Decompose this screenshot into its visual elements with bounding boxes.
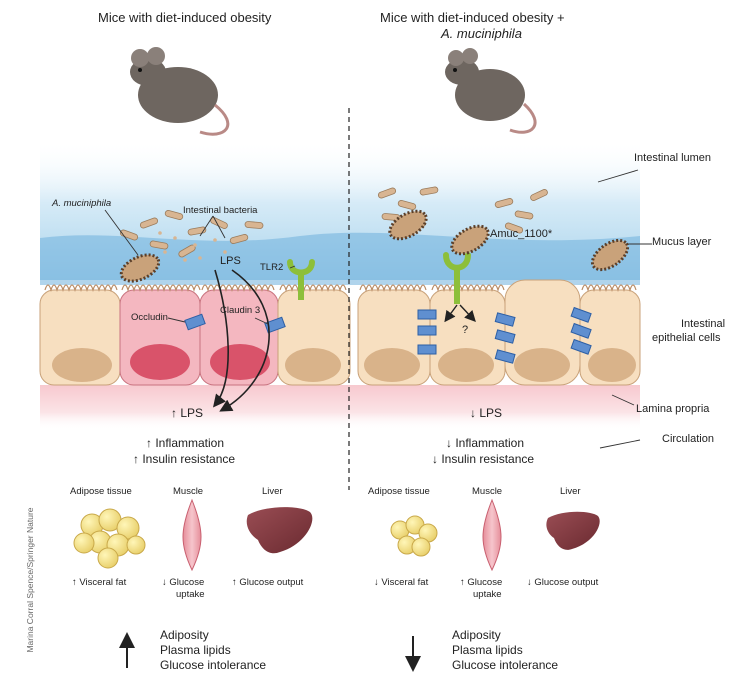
mouse-left [130,47,230,136]
label-occludin: Occludin [131,312,168,323]
left-visceral-fat: ↑ Visceral fat [72,577,127,588]
title-right-line1: Mice with diet-induced obesity + [380,10,565,25]
label-intestinal-lumen: Intestinal lumen [634,152,712,164]
label-circulation: Circulation [662,433,714,445]
lps-particles [158,231,227,262]
akkermansia-left [119,253,161,283]
right-outcome-adiposity: Adiposity [452,628,501,642]
left-glucose-output: ↑ Glucose output [232,577,304,588]
label-lps: LPS [220,255,241,267]
muscle-left [182,498,202,572]
left-glucose-uptake-1: ↓ Glucose [162,577,205,588]
right-outcome-glucose: Glucose intolerance [452,658,559,672]
adipose-tissue-right [390,515,438,557]
right-lps-down: ↓ LPS [470,406,503,420]
right-insulin: ↓ Insulin resistance [432,452,535,466]
label-epithelial-1: Intestinal [681,318,726,330]
label-intestinal-bacteria: Intestinal bacteria [183,205,258,216]
lamina-propria-region [40,385,640,430]
tlr2-receptor-left [287,259,315,300]
left-muscle-label: Muscle [173,486,204,497]
right-outcome-lipids: Plasma lipids [452,643,523,657]
right-visceral-fat: ↓ Visceral fat [374,577,429,588]
left-outcome-lipids: Plasma lipids [160,643,231,657]
left-insulin: ↑ Insulin resistance [133,452,236,466]
lps-arrow-2 [219,269,270,412]
tight-junctions-right [417,306,592,364]
epithelial-cells-left [39,289,351,386]
claudin3-protein [264,316,286,334]
title-left: Mice with diet-induced obesity [98,10,272,25]
left-outcome-adiposity: Adiposity [160,628,209,642]
left-adipose-label: Adipose tissue [70,486,132,497]
left-outcome-glucose: Glucose intolerance [160,658,267,672]
right-liver-label: Liver [560,486,581,497]
tlr2-receptor-right [443,252,471,304]
label-lamina-propria: Lamina propria [636,403,710,415]
tlr2-signal-arrow-2 [459,304,476,323]
left-lps-up: ↑ LPS [171,406,204,420]
muscle-right [482,498,502,572]
right-muscle-label: Muscle [472,486,503,497]
left-inflammation: ↑ Inflammation [146,436,225,450]
label-epithelial-2: epithelial cells [652,332,721,344]
liver-right [546,511,600,550]
mouse-right [445,48,537,134]
microvilli [44,284,637,293]
label-mucus-layer: Mucus layer [652,236,712,248]
title-right-line2: A. muciniphila [441,26,522,41]
adipose-tissue-left [73,508,146,569]
akkermansia-right [388,209,630,272]
right-glucose-uptake-2: uptake [473,589,502,600]
right-glucose-output: ↓ Glucose output [527,577,599,588]
image-credit: Marina Corral Spence/Springer Nature [25,507,35,653]
label-akkermansia: A. muciniphila [52,198,112,209]
right-glucose-uptake-1: ↑ Glucose [460,577,503,588]
left-glucose-uptake-2: uptake [176,589,205,600]
label-leader-lines [597,169,652,449]
right-inflammation: ↓ Inflammation [446,436,525,450]
left-label-leaders [104,209,296,325]
liver-left [246,507,313,554]
left-liver-label: Liver [262,486,283,497]
tlr2-signal-arrow-1 [444,304,458,323]
label-tlr2: TLR2 [260,262,284,273]
right-adipose-label: Adipose tissue [368,486,430,497]
occludin-protein [184,313,206,331]
label-amuc: Amuc_1100* [490,228,553,240]
lps-arrow-1 [213,269,229,408]
label-question: ? [462,324,469,336]
label-claudin3: Claudin 3 [220,305,261,316]
